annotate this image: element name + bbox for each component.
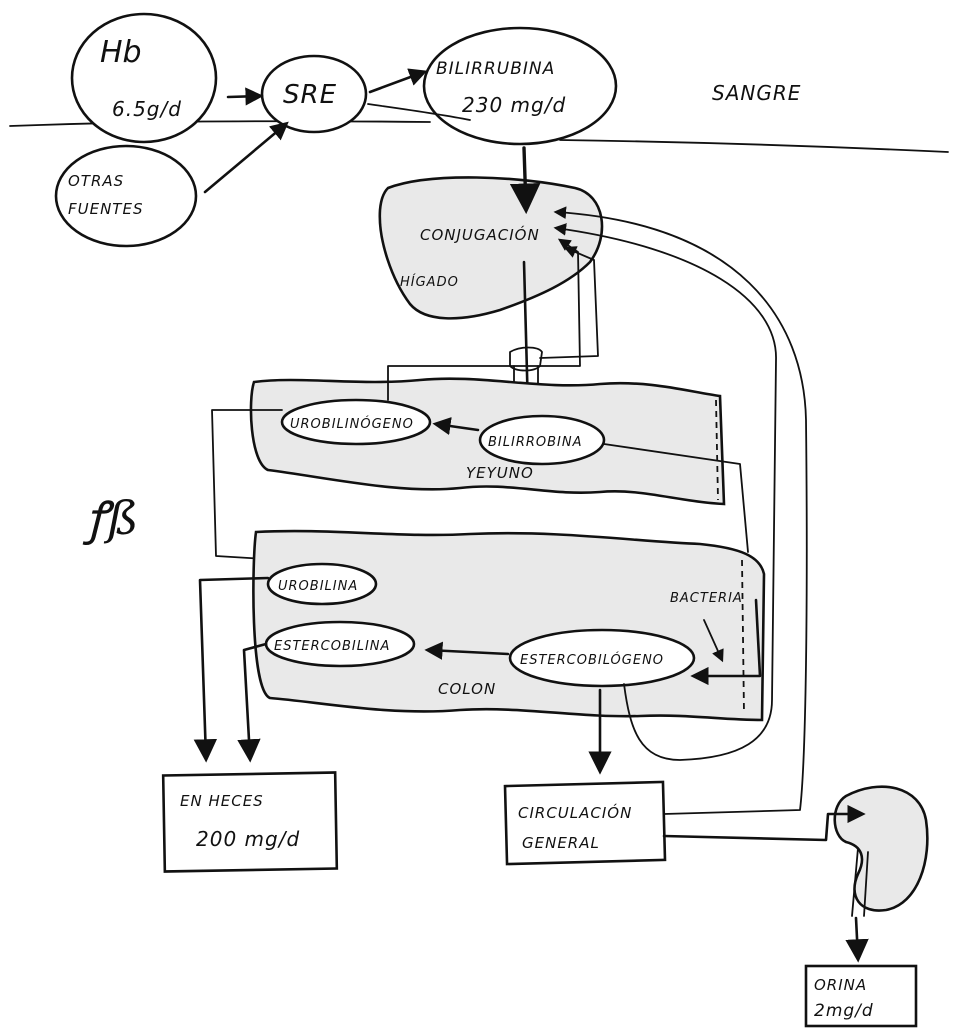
bilirrubina-value: 230 mg/d	[462, 93, 566, 117]
urobilinogeno-label: UROBILINÓGENO	[290, 416, 414, 432]
conjugacion-label: CONJUGACIÓN	[420, 225, 540, 244]
otras-fuentes-node: OTRAS FUENTES	[54, 144, 198, 248]
orina-line1: ORINA	[814, 976, 867, 994]
line-yeyuno-return-to-liver	[539, 246, 599, 359]
kidney-icon	[833, 785, 929, 917]
hb-value: 6.5g/d	[112, 97, 182, 121]
arrow-bacteria-to-estercobilogeno	[703, 619, 724, 663]
arrow-kidney-to-orina	[845, 916, 869, 963]
line-circulacion-return-to-liver	[553, 206, 808, 815]
yeyuno-label: YEYUNO	[466, 464, 534, 482]
bilirrobina-node: BILIRROBINA	[478, 414, 606, 466]
estercobilogeno-node: ESTERCOBILÓGENO	[508, 628, 696, 688]
line-urobilinogeno-down	[211, 409, 285, 566]
urobilina-label: UROBILINA	[278, 579, 358, 594]
arrow-circulacion-to-kidney	[662, 804, 866, 842]
bilirrobina-label: BILIRROBINA	[488, 435, 583, 450]
hb-node: Hb 6.5g/d	[70, 12, 218, 144]
arrow-estercobilogeno-to-estercobilina	[424, 641, 510, 660]
arrow-colon-to-estercobilogeno	[690, 598, 762, 686]
estercobilina-node: ESTERCOBILINA	[264, 620, 416, 668]
colon-label: COLON	[438, 680, 496, 698]
urobilinogeno-node: UROBILINÓGENO	[280, 398, 432, 446]
estercobilogeno-label: ESTERCOBILÓGENO	[520, 652, 664, 668]
sangre-label: SANGRE	[712, 81, 801, 105]
hb-title: Hb	[100, 35, 142, 70]
heces-line1: EN HECES	[180, 792, 264, 810]
arrow-bilirrubina-to-liver	[509, 146, 541, 215]
sre-node: SRE	[260, 54, 368, 134]
line-bilirrobina-to-colon	[603, 443, 749, 553]
orina-box: ORINA 2mg/d	[804, 964, 918, 1028]
circ-line1: CIRCULACIÓN	[518, 803, 632, 822]
heces-box: EN HECES 200 mg/d	[161, 771, 339, 873]
line-urobilinogeno-return-to-liver	[387, 238, 581, 401]
urobilina-node: UROBILINA	[266, 562, 378, 606]
circ-line2: GENERAL	[522, 834, 600, 852]
heces-line2: 200 mg/d	[196, 827, 300, 851]
arrow-otras-to-sre	[203, 121, 289, 194]
otras-line1: OTRAS	[68, 172, 124, 190]
line-estercobilogeno-return-to-liver	[553, 223, 777, 761]
otras-line2: FUENTES	[68, 200, 143, 218]
line-sre-return	[367, 103, 471, 121]
liver-icon: CONJUGACIÓN HÍGADO	[378, 176, 604, 320]
arrow-bilirrobina-to-urobilinogeno	[432, 417, 480, 436]
bilirrubina-title: BILIRRUBINA	[436, 59, 555, 79]
orina-line2: 2mg/d	[814, 1001, 874, 1021]
higado-label: HÍGADO	[400, 274, 459, 290]
arrow-hb-to-sre	[226, 87, 264, 106]
bilirrubina-node: BILIRRUBINA 230 mg/d	[422, 26, 618, 146]
estercobilina-label: ESTERCOBILINA	[274, 639, 390, 654]
bacteria-label: BACTERIA	[670, 591, 743, 606]
signature: ꝭß	[82, 491, 139, 546]
arrow-urobilina-to-heces	[193, 576, 270, 763]
arrow-estercobilina-to-heces	[237, 642, 268, 763]
sre-label: SRE	[283, 80, 337, 110]
arrow-sre-to-bilirrubina	[368, 68, 428, 94]
circulacion-box: CIRCULACIÓN GENERAL	[503, 780, 667, 866]
